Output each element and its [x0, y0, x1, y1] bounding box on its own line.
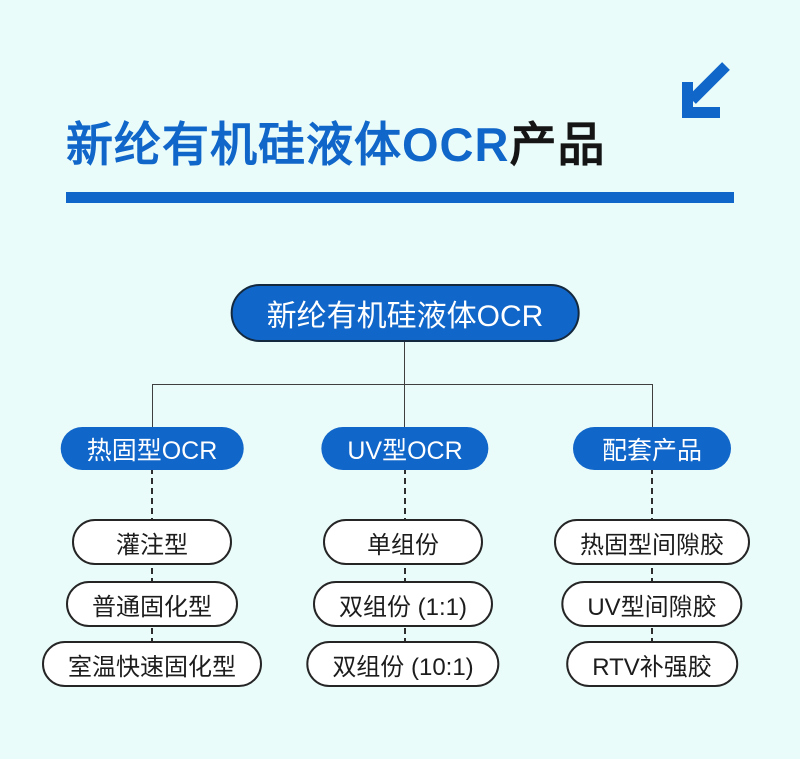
page-title-highlight: 新纶有机硅液体OCR	[66, 118, 510, 171]
branch-node-thermal-ocr: 热固型OCR	[60, 427, 244, 470]
leaf-node-two-component-1-1: 双组份 (1:1)	[312, 581, 494, 627]
connector-root-stem	[404, 342, 405, 428]
leaf-node-room-temp-fast-curing-type: 室温快速固化型	[42, 641, 262, 687]
connector-stub-left	[152, 384, 153, 428]
leaf-node-rtv-reinforcing-glue: RTV补强胶	[566, 641, 738, 687]
leaf-node-uv-gap-glue: UV型间隙胶	[561, 581, 743, 627]
leaf-node-normal-curing-type: 普通固化型	[66, 581, 238, 627]
tree-root-node: 新纶有机硅液体OCR	[230, 284, 580, 342]
leaf-node-thermal-gap-glue: 热固型间隙胶	[554, 519, 750, 565]
branch-node-uv-ocr: UV型OCR	[321, 427, 489, 470]
connector-horizontal	[152, 384, 653, 385]
branch-node-accessory-products: 配套产品	[573, 427, 731, 470]
arrow-down-left-icon	[672, 58, 736, 126]
leaf-node-single-component: 单组份	[323, 519, 483, 565]
page-title-rest: 产品	[509, 118, 606, 171]
connector-stub-right	[652, 384, 653, 428]
title-underline	[66, 192, 734, 203]
leaf-node-two-component-10-1: 双组份 (10:1)	[306, 641, 500, 687]
leaf-node-potting-type: 灌注型	[72, 519, 232, 565]
page-title: 新纶有机硅液体OCR产品	[66, 116, 605, 175]
